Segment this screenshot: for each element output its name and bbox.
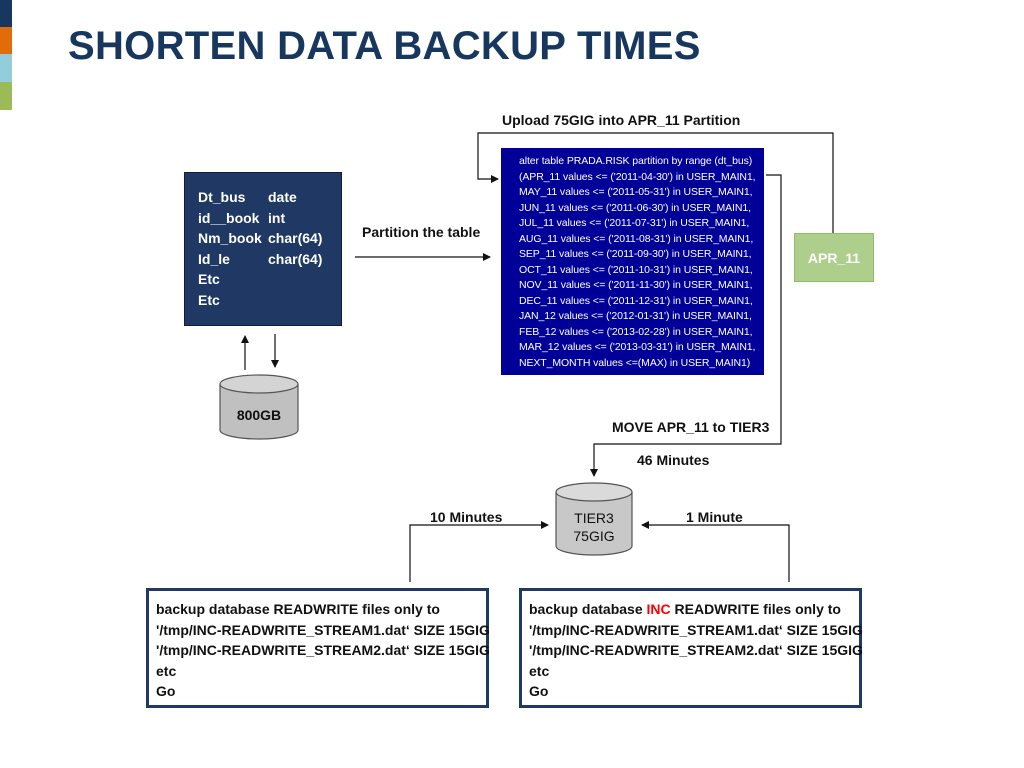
left-backup-line-5: Go xyxy=(156,683,176,699)
schema-column-type: char(64) xyxy=(268,230,323,246)
schema-row: Dt_bus date xyxy=(198,187,341,208)
sql-line: JAN_12 values <= ('2012-01-31') in USER_… xyxy=(519,310,752,322)
schema-column-name: Etc xyxy=(198,291,220,308)
tier3-label: TIER3 75GIG xyxy=(556,509,632,545)
schema-row: Nm_book char(64) xyxy=(198,228,341,249)
upload-arrow xyxy=(477,132,834,233)
schema-row: Id_le char(64) xyxy=(198,249,341,270)
partition-label: Partition the table xyxy=(362,224,481,240)
right-time-label: 1 Minute xyxy=(686,509,743,525)
right-backup-line-2: '/tmp/INC-READWRITE_STREAM1.dat‘ SIZE 15… xyxy=(529,621,863,638)
schema-column-type: char(64) xyxy=(268,250,323,267)
sql-line: SEP_11 values <= ('2011-09-30') in USER_… xyxy=(519,248,752,260)
sql-line: AUG_11 values <= ('2011-08-31') in USER_… xyxy=(519,232,754,245)
schema-column-name: Dt_bus xyxy=(198,189,246,205)
schema-row: Etc xyxy=(198,269,341,290)
tier3-cylinder xyxy=(555,482,633,556)
disk-800gb-cylinder xyxy=(219,374,299,440)
right-backup-line-3: '/tmp/INC-READWRITE_STREAM2.dat‘ SIZE 15… xyxy=(529,642,863,658)
schema-column-name: Nm_book xyxy=(198,230,262,246)
sql-line: JUL_11 values <= ('2011-07-31') in USER_… xyxy=(519,217,750,229)
right-backup-line-1-prefix: backup database xyxy=(529,601,647,617)
sql-line: JUN_11 values <= ('2011-06-30') in USER_… xyxy=(519,201,751,214)
left-backup-line-2: '/tmp/INC-READWRITE_STREAM1.dat‘ SIZE 15… xyxy=(156,621,490,638)
sql-line: DEC_11 values <= ('2011-12-31') in USER_… xyxy=(519,294,753,307)
tier3-size: 75GIG xyxy=(573,528,615,544)
schema-row: id__book int xyxy=(198,208,341,229)
accent-stripe-2 xyxy=(0,27,12,54)
right-backup-line-1: backup database INC READWRITE files only… xyxy=(529,599,859,620)
left-time-label: 10 Minutes xyxy=(430,509,503,525)
left-backup-line-1: backup database READWRITE files only to xyxy=(156,601,440,617)
disk-800gb-label: 800GB xyxy=(236,407,282,423)
schema-column-type: int xyxy=(268,209,286,226)
schema-column-type: date xyxy=(268,189,297,205)
left-backup-arrow xyxy=(409,521,549,582)
schema-column-name: Etc xyxy=(198,271,220,287)
sql-line: MAR_12 values <= ('2013-03-31') in USER_… xyxy=(519,341,756,353)
sql-line: (APR_11 values <= ('2011-04-30') in USER… xyxy=(519,170,756,183)
schema-column-name: Id_le xyxy=(198,250,230,267)
accent-stripe-4 xyxy=(0,82,12,110)
schema-row: Etc xyxy=(198,290,341,311)
accent-stripe-3 xyxy=(0,54,12,82)
sql-line: alter table PRADA.RISK partition by rang… xyxy=(519,155,753,167)
sql-line: MAY_11 values <= ('2011-05-31') in USER_… xyxy=(519,186,753,198)
move-time-label: 46 Minutes xyxy=(637,452,710,468)
right-backup-line-4: etc xyxy=(529,662,550,679)
schema-column-name: id__book xyxy=(198,209,260,226)
inc-highlight: INC xyxy=(646,601,671,617)
slide-title: SHORTEN DATA BACKUP TIMES xyxy=(68,24,701,68)
right-backup-arrow xyxy=(641,521,790,582)
move-arrow xyxy=(590,174,782,477)
sql-partition-box: alter table PRADA.RISK partition by rang… xyxy=(501,148,764,375)
upload-label: Upload 75GIG into APR_11 Partition xyxy=(502,112,741,128)
sql-line: NEXT_MONTH values <=(MAX) in USER_MAIN1) xyxy=(519,356,751,369)
sql-line: FEB_12 values <= ('2013-02-28') in USER_… xyxy=(519,325,753,338)
sql-line: OCT_11 values <= ('2011-10-31') in USER_… xyxy=(519,263,753,276)
sql-line: NOV_11 values <= ('2011-11-30') in USER_… xyxy=(519,279,753,291)
right-backup-line-5: Go xyxy=(529,683,549,699)
left-backup-line-3: '/tmp/INC-READWRITE_STREAM2.dat‘ SIZE 15… xyxy=(156,642,490,658)
left-backup-command-box: backup database READWRITE files only to … xyxy=(146,588,490,708)
left-backup-line-4: etc xyxy=(156,662,177,679)
apr-11-partition-box: APR_11 xyxy=(794,233,874,282)
accent-stripe-1 xyxy=(0,0,12,27)
right-backup-command-box: backup database INC READWRITE files only… xyxy=(519,588,863,708)
tier3-name: TIER3 xyxy=(574,510,614,526)
right-backup-line-1-suffix: READWRITE files only to xyxy=(670,601,841,617)
move-label: MOVE APR_11 to TIER3 xyxy=(612,419,770,435)
